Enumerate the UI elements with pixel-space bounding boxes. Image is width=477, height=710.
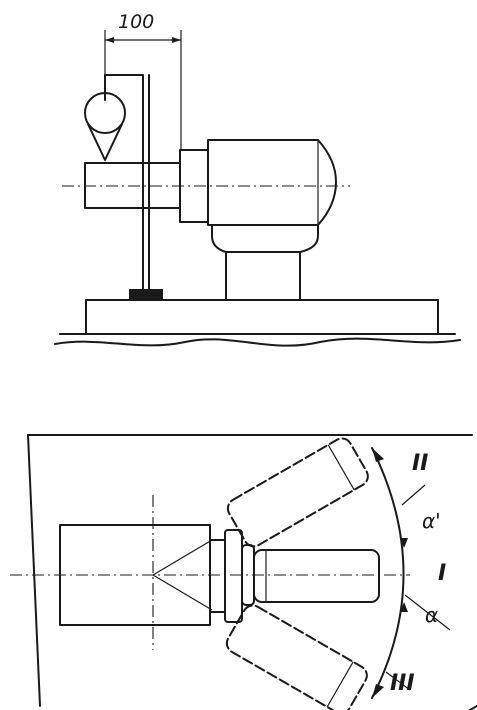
angle-alpha-label: α — [425, 603, 438, 627]
swing-arc — [371, 447, 405, 699]
dimension-100: 100 — [104, 11, 182, 150]
magnetic-base — [129, 289, 163, 301]
position-I-label: I — [438, 561, 446, 586]
position-II-label: II — [412, 451, 428, 476]
dial-indicator — [84, 92, 126, 161]
dial-indicator-stand — [104, 74, 163, 301]
plan-view: II I III α' α — [10, 434, 477, 710]
tool-position-III — [225, 604, 368, 710]
position-III-label: III — [390, 671, 415, 696]
tool-position-II — [226, 437, 369, 548]
spindle-head — [207, 139, 337, 226]
tool-position-I — [253, 549, 380, 603]
base-plate — [85, 299, 439, 335]
elevation-view: 100 — [54, 11, 461, 347]
angle-alpha-prime-label: α' — [422, 509, 441, 533]
dimension-label: 100 — [118, 11, 154, 33]
